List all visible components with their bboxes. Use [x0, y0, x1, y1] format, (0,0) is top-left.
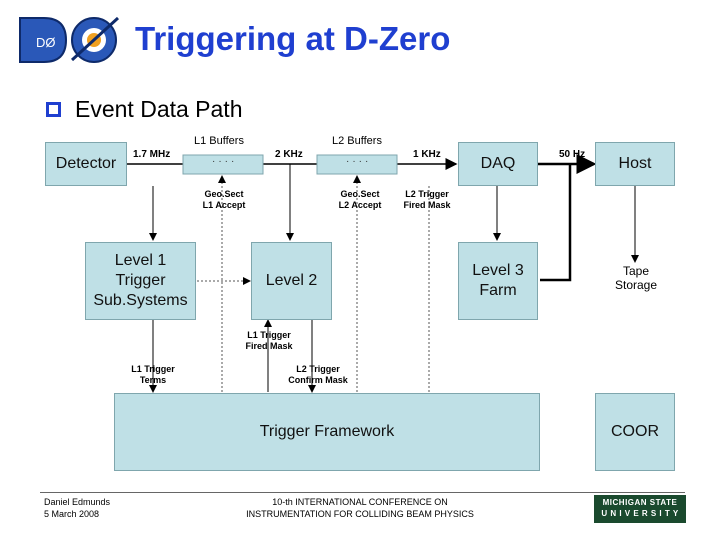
d-zero-logo: DØ	[14, 12, 126, 68]
trigger-framework-box: Trigger Framework	[114, 393, 540, 471]
l1-trigger-terms-label: L1 Trigger Terms	[131, 364, 175, 385]
rate-1khz: 1 KHz	[413, 149, 441, 160]
detector-box: Detector	[45, 142, 127, 186]
geosect-l1-accept-label: Geo.Sect L1 Accept	[202, 189, 246, 210]
level3-box: Level 3 Farm	[458, 242, 538, 320]
footer-divider	[40, 492, 685, 493]
bullet-row: Event Data Path	[46, 96, 243, 123]
footer-author: Daniel Edmunds 5 March 2008	[44, 497, 111, 519]
l1-buffer-dots: ····	[212, 156, 238, 167]
l2-trigger-fired-mask-label: L2 Trigger Fired Mask	[403, 189, 451, 210]
l1-buffer-box	[182, 154, 264, 175]
rate-1-7mhz: 1.7 MHz	[133, 149, 171, 160]
level1-box: Level 1 Trigger Sub.Systems	[85, 242, 196, 320]
coor-box: COOR	[595, 393, 675, 471]
svg-text:DØ: DØ	[36, 35, 56, 50]
l2-buffer-box	[316, 154, 398, 175]
l2-buffers-label: L2 Buffers	[332, 135, 382, 147]
rate-50hz: 50 Hz	[559, 149, 586, 160]
l2-buffer-dots: ····	[346, 156, 372, 167]
checkbox-bullet-icon	[46, 102, 61, 117]
geosect-l2-accept-label: Geo.Sect L2 Accept	[338, 189, 382, 210]
footer-conference: 10-th INTERNATIONAL CONFERENCE ON INSTRU…	[246, 497, 474, 519]
daq-box: DAQ	[458, 142, 538, 186]
page-title: Triggering at D-Zero	[135, 20, 451, 57]
l2-trigger-confirm-mask-label: L2 Trigger Confirm Mask	[288, 364, 348, 385]
l1-buffers-label: L1 Buffers	[194, 135, 244, 147]
level3-host-line	[540, 164, 572, 282]
level2-box: Level 2	[251, 242, 332, 320]
rate-2khz: 2 KHz	[275, 149, 303, 160]
l1-trigger-fired-mask-label: L1 Trigger Fired Mask	[245, 330, 293, 351]
bullet-text: Event Data Path	[75, 96, 243, 122]
host-box: Host	[595, 142, 675, 186]
msu-logo: MICHIGAN STATE U N I V E R S I T Y	[594, 495, 686, 523]
tape-storage-label: Tape Storage	[614, 264, 658, 292]
